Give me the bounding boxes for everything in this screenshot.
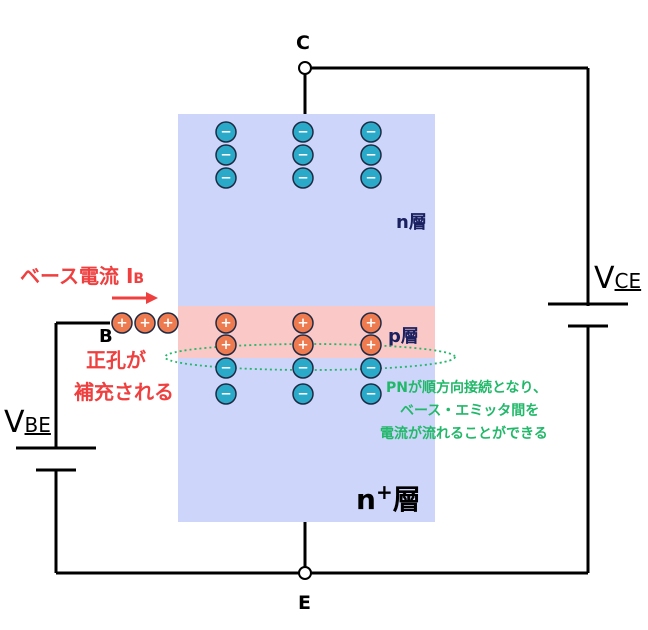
base-current-text: ベース電流 I xyxy=(20,264,134,288)
circuit-wires xyxy=(54,66,590,575)
svg-text:−: − xyxy=(365,386,376,402)
electron-top: − xyxy=(360,167,382,189)
electron-bottom: − xyxy=(215,357,237,379)
collector-terminal xyxy=(298,61,312,75)
svg-text:−: − xyxy=(365,170,376,186)
base-current-arrow xyxy=(112,292,158,304)
electron-bottom: − xyxy=(292,383,314,405)
electron-top: − xyxy=(215,167,237,189)
svg-text:+: + xyxy=(220,315,231,331)
svg-text:−: − xyxy=(365,124,376,140)
svg-text:−: − xyxy=(297,360,308,376)
vbe-label: VBE xyxy=(4,408,51,438)
electron-bottom: − xyxy=(215,383,237,405)
svg-text:−: − xyxy=(297,170,308,186)
hole-p: + xyxy=(292,312,314,334)
p-layer-label: p層 xyxy=(388,326,419,347)
electron-top: − xyxy=(215,144,237,166)
svg-text:+: + xyxy=(139,315,150,331)
pn-note-line3: 電流が流れることができる xyxy=(380,426,548,442)
n-plus-layer-label: n+層 xyxy=(356,482,421,514)
base-hole: + xyxy=(111,312,133,334)
carriers: − − − − − − − − − + + + + + + − − − − − − + + + xyxy=(111,121,382,405)
pn-note-line1: PNが順方向接続となり、 xyxy=(386,380,547,396)
holes-note-line2: 補充される xyxy=(74,380,174,404)
pn-note-line2: ベース・エミッタ間を xyxy=(400,403,540,419)
hole-p: + xyxy=(215,312,237,334)
vbe-main: V xyxy=(4,405,25,440)
collector-label: C xyxy=(296,32,310,54)
svg-text:−: − xyxy=(220,147,231,163)
hole-p: + xyxy=(360,334,382,356)
svg-text:+: + xyxy=(162,315,173,331)
n-plus-suffix: 層 xyxy=(392,483,421,516)
electron-bottom: − xyxy=(360,357,382,379)
svg-text:−: − xyxy=(220,170,231,186)
electron-bottom: − xyxy=(360,383,382,405)
svg-text:−: − xyxy=(297,124,308,140)
hole-p: + xyxy=(215,334,237,356)
electron-top: − xyxy=(215,121,237,143)
svg-text:−: − xyxy=(220,386,231,402)
electron-top: − xyxy=(360,144,382,166)
hole-p: + xyxy=(360,312,382,334)
n-plus-prefix: n xyxy=(356,483,376,516)
vce-battery-symbol xyxy=(548,302,628,328)
electron-top: − xyxy=(292,121,314,143)
svg-text:−: − xyxy=(220,124,231,140)
svg-text:+: + xyxy=(297,315,308,331)
svg-text:+: + xyxy=(116,315,127,331)
svg-text:+: + xyxy=(220,337,231,353)
n-plus-sup: + xyxy=(375,480,393,504)
svg-text:−: − xyxy=(220,360,231,376)
emitter-terminal xyxy=(298,566,312,580)
svg-text:+: + xyxy=(365,337,376,353)
electron-top: − xyxy=(360,121,382,143)
base-label: B xyxy=(99,326,113,347)
electron-top: − xyxy=(292,167,314,189)
svg-text:−: − xyxy=(365,360,376,376)
emitter-label: E xyxy=(298,592,311,614)
vbe-battery-symbol xyxy=(16,446,96,472)
electron-top: − xyxy=(292,144,314,166)
vce-main: V xyxy=(594,261,615,296)
hole-p: + xyxy=(292,334,314,356)
svg-text:+: + xyxy=(297,337,308,353)
svg-text:+: + xyxy=(365,315,376,331)
base-current-label: ベース電流 IB xyxy=(20,266,144,286)
base-hole: + xyxy=(157,312,179,334)
svg-text:−: − xyxy=(297,147,308,163)
n-layer-label: n層 xyxy=(396,212,427,233)
electron-bottom: − xyxy=(292,357,314,379)
svg-text:−: − xyxy=(365,147,376,163)
holes-note-line1: 正孔が xyxy=(86,348,146,372)
vce-sub: CE xyxy=(614,269,642,293)
base-current-sub: B xyxy=(133,271,145,287)
vbe-sub: BE xyxy=(24,413,51,437)
svg-text:−: − xyxy=(297,386,308,402)
n-region-top xyxy=(178,114,435,306)
vce-label: VCE xyxy=(594,264,641,294)
base-hole: + xyxy=(134,312,156,334)
